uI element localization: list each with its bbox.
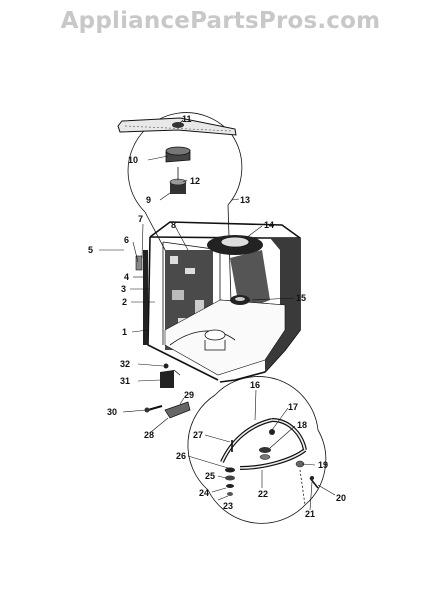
- callout-17: 17: [288, 402, 298, 412]
- callout-8: 8: [171, 220, 176, 230]
- callout-18: 18: [297, 420, 307, 430]
- callout-10: 10: [128, 155, 138, 165]
- callout-6: 6: [124, 235, 129, 245]
- callout-27: 27: [193, 430, 203, 440]
- heating-element: [220, 418, 319, 496]
- screw-30: [144, 405, 163, 413]
- callout-9: 9: [146, 195, 151, 205]
- callout-29: 29: [184, 390, 194, 400]
- callout-14: 14: [264, 220, 274, 230]
- callout-13: 13: [240, 195, 250, 205]
- callout-20: 20: [336, 493, 346, 503]
- callout-22: 22: [258, 489, 268, 499]
- screw-32: [163, 363, 169, 369]
- callout-3: 3: [121, 284, 126, 294]
- dishwasher-tub: [135, 221, 301, 383]
- callout-15: 15: [296, 293, 306, 303]
- spray-arm-nut: [169, 167, 187, 194]
- callout-2: 2: [122, 297, 127, 307]
- callout-31: 31: [120, 376, 130, 386]
- callout-12: 12: [190, 176, 200, 186]
- spray-arm-bearing: [165, 146, 191, 163]
- callout-11: 11: [182, 114, 192, 124]
- callout-1: 1: [122, 327, 127, 337]
- bracket-31: [160, 369, 181, 388]
- callout-7: 7: [138, 214, 143, 224]
- callout-19: 19: [318, 460, 328, 470]
- callout-26: 26: [176, 451, 186, 461]
- callout-labels: 11 10 12 9 13 14 8 7 6 5 4 3 2 1 15 32 3…: [88, 114, 346, 519]
- clip-28: [164, 401, 191, 419]
- callout-30: 30: [107, 407, 117, 417]
- callout-24: 24: [199, 488, 209, 498]
- callout-4: 4: [124, 272, 129, 282]
- callout-5: 5: [88, 245, 93, 255]
- callout-25: 25: [205, 471, 215, 481]
- heating-element-detail-circle: [187, 376, 327, 524]
- callout-32: 32: [120, 359, 130, 369]
- callout-28: 28: [144, 430, 154, 440]
- callout-23: 23: [223, 501, 233, 511]
- spray-arm: [117, 117, 237, 136]
- watermark-text: AppliancePartsPros.com: [60, 8, 381, 34]
- callout-21: 21: [305, 509, 315, 519]
- callout-16: 16: [250, 380, 260, 390]
- leader-lines: [99, 119, 336, 511]
